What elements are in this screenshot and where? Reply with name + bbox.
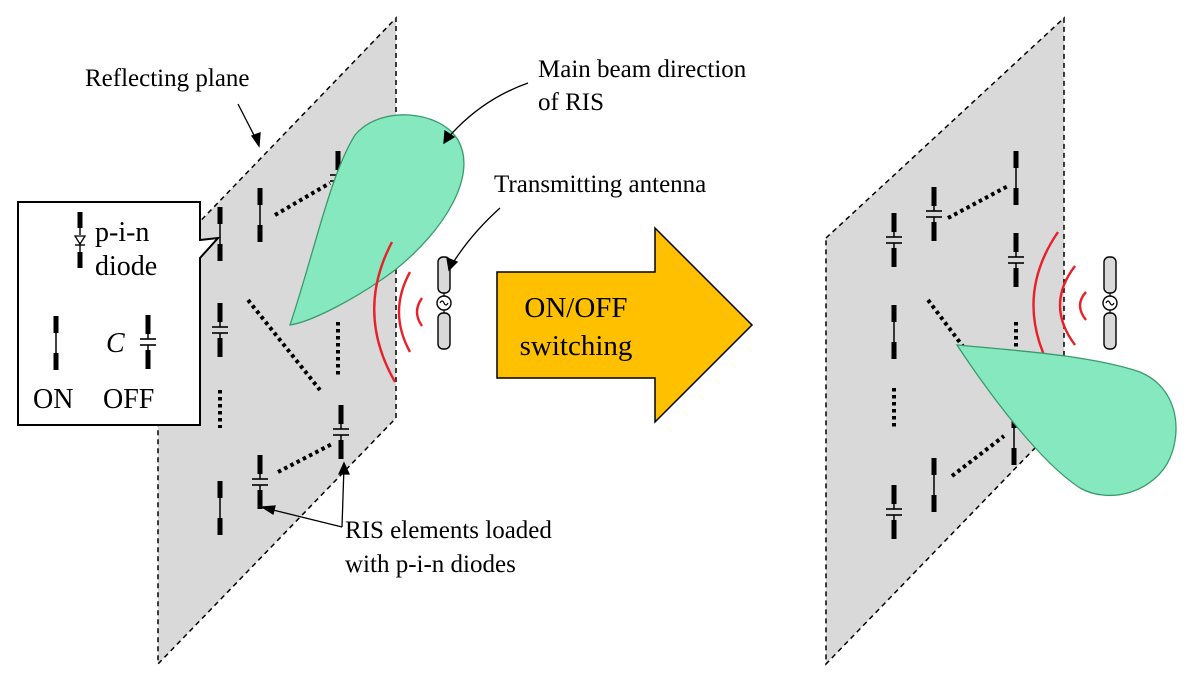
legend-diode-line1: p-i-n (95, 217, 149, 248)
legend-callout: p-i-n diode C ON OFF (17, 201, 221, 426)
legend-off-label: OFF (103, 384, 154, 415)
switching-label-line1: ON/OFF (524, 292, 627, 324)
switching-label-line2: switching (520, 330, 633, 362)
reflecting-plane-label: Reflecting plane (85, 65, 250, 92)
main-beam-left (289, 114, 465, 326)
leader-lines-left (237, 82, 529, 528)
main-beam-right (955, 344, 1177, 497)
pin-diode-icon (73, 212, 87, 268)
reflecting-plane-right (825, 16, 1065, 666)
legend-capacitor-symbol: C (106, 328, 125, 359)
right-panel (825, 16, 1177, 666)
dotted-links-left (218, 181, 340, 474)
legend-on-label: ON (33, 384, 73, 415)
legend-diode-line2: diode (95, 251, 157, 282)
ris-elements-label-line1: RIS elements loaded (345, 517, 552, 544)
left-panel: Reflecting plane Main beam direction of … (17, 16, 747, 666)
transmitting-antenna-right-icon (1102, 256, 1118, 350)
main-beam-label-line2: of RIS (538, 89, 604, 116)
main-beam-label-line1: Main beam direction (538, 56, 747, 83)
transmitting-antenna-label: Transmitting antenna (494, 171, 706, 198)
ris-elements-label-line2: with p-i-n diodes (345, 551, 516, 578)
radio-waves-left (373, 241, 423, 383)
switching-arrow: ON/OFF switching (496, 226, 754, 424)
